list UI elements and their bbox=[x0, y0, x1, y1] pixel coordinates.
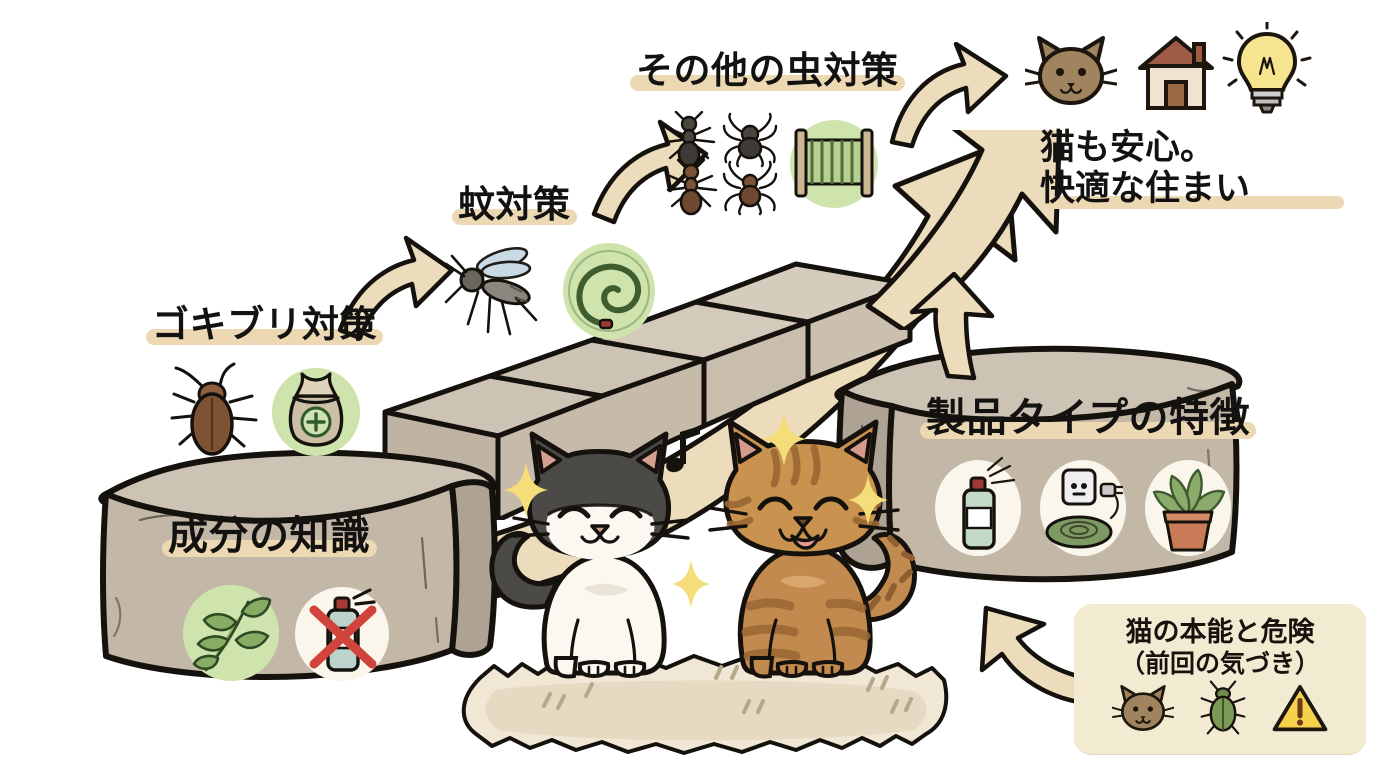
block-right-title: 製品タイプの特徴 bbox=[920, 397, 1256, 439]
sparkle-icon bbox=[504, 462, 548, 518]
rug bbox=[461, 654, 949, 755]
risk-card-icons bbox=[1074, 680, 1366, 738]
block-left-title: 成分の知識 bbox=[162, 515, 377, 557]
risk-card-line-1: 猫の本能と危険 bbox=[1125, 617, 1315, 648]
risk-card-line-2: （前回の気づき） bbox=[1119, 649, 1320, 678]
arrow-1 bbox=[337, 235, 455, 341]
arrow-3 bbox=[889, 42, 1009, 149]
ant-icon bbox=[666, 158, 718, 216]
window-screen-icon bbox=[790, 120, 878, 208]
warning-triangle-icon bbox=[1272, 685, 1328, 732]
cat-tabby bbox=[708, 419, 917, 679]
sparkle-icon bbox=[762, 412, 806, 466]
electric-mat-icon bbox=[1040, 460, 1126, 556]
cockroach-icon bbox=[170, 362, 258, 456]
goal-line-1: 猫も安心。 bbox=[1040, 128, 1216, 168]
potted-plant-icon bbox=[1145, 460, 1231, 556]
mosquito-coil-icon bbox=[563, 243, 655, 339]
house-icon bbox=[1138, 36, 1214, 110]
aerosol-spray-icon bbox=[935, 456, 1021, 556]
arrow-card-up bbox=[979, 605, 1101, 707]
bait-bag-icon bbox=[272, 368, 360, 456]
herb-leaf-icon bbox=[183, 585, 279, 681]
sparkle-icon bbox=[848, 475, 888, 525]
cat-face-icon bbox=[1112, 685, 1174, 731]
cat-face-icon bbox=[1025, 36, 1117, 105]
tick-icon bbox=[722, 160, 778, 216]
step-3-label: その他の虫対策 bbox=[630, 51, 905, 91]
spider-icon bbox=[722, 112, 778, 168]
music-note-icon bbox=[666, 426, 700, 473]
mosquito-icon bbox=[444, 246, 538, 336]
risk-card: 猫の本能と危険 （前回の気づき） bbox=[1074, 604, 1366, 754]
goal-text: 猫も安心。 快適な住まい bbox=[1040, 128, 1370, 211]
no-spray-icon bbox=[295, 587, 389, 681]
beetle-icon bbox=[1200, 680, 1246, 735]
step-1-label: ゴキブリ対策 bbox=[146, 305, 383, 345]
goal-line-2: 快適な住まい bbox=[1040, 169, 1370, 210]
lightbulb-icon bbox=[1222, 22, 1312, 114]
cat-tuxedo bbox=[489, 431, 690, 679]
sparkle-icon bbox=[672, 560, 710, 608]
arrow-block-up bbox=[909, 272, 995, 381]
step-2-label: 蚊対策 bbox=[452, 185, 577, 225]
